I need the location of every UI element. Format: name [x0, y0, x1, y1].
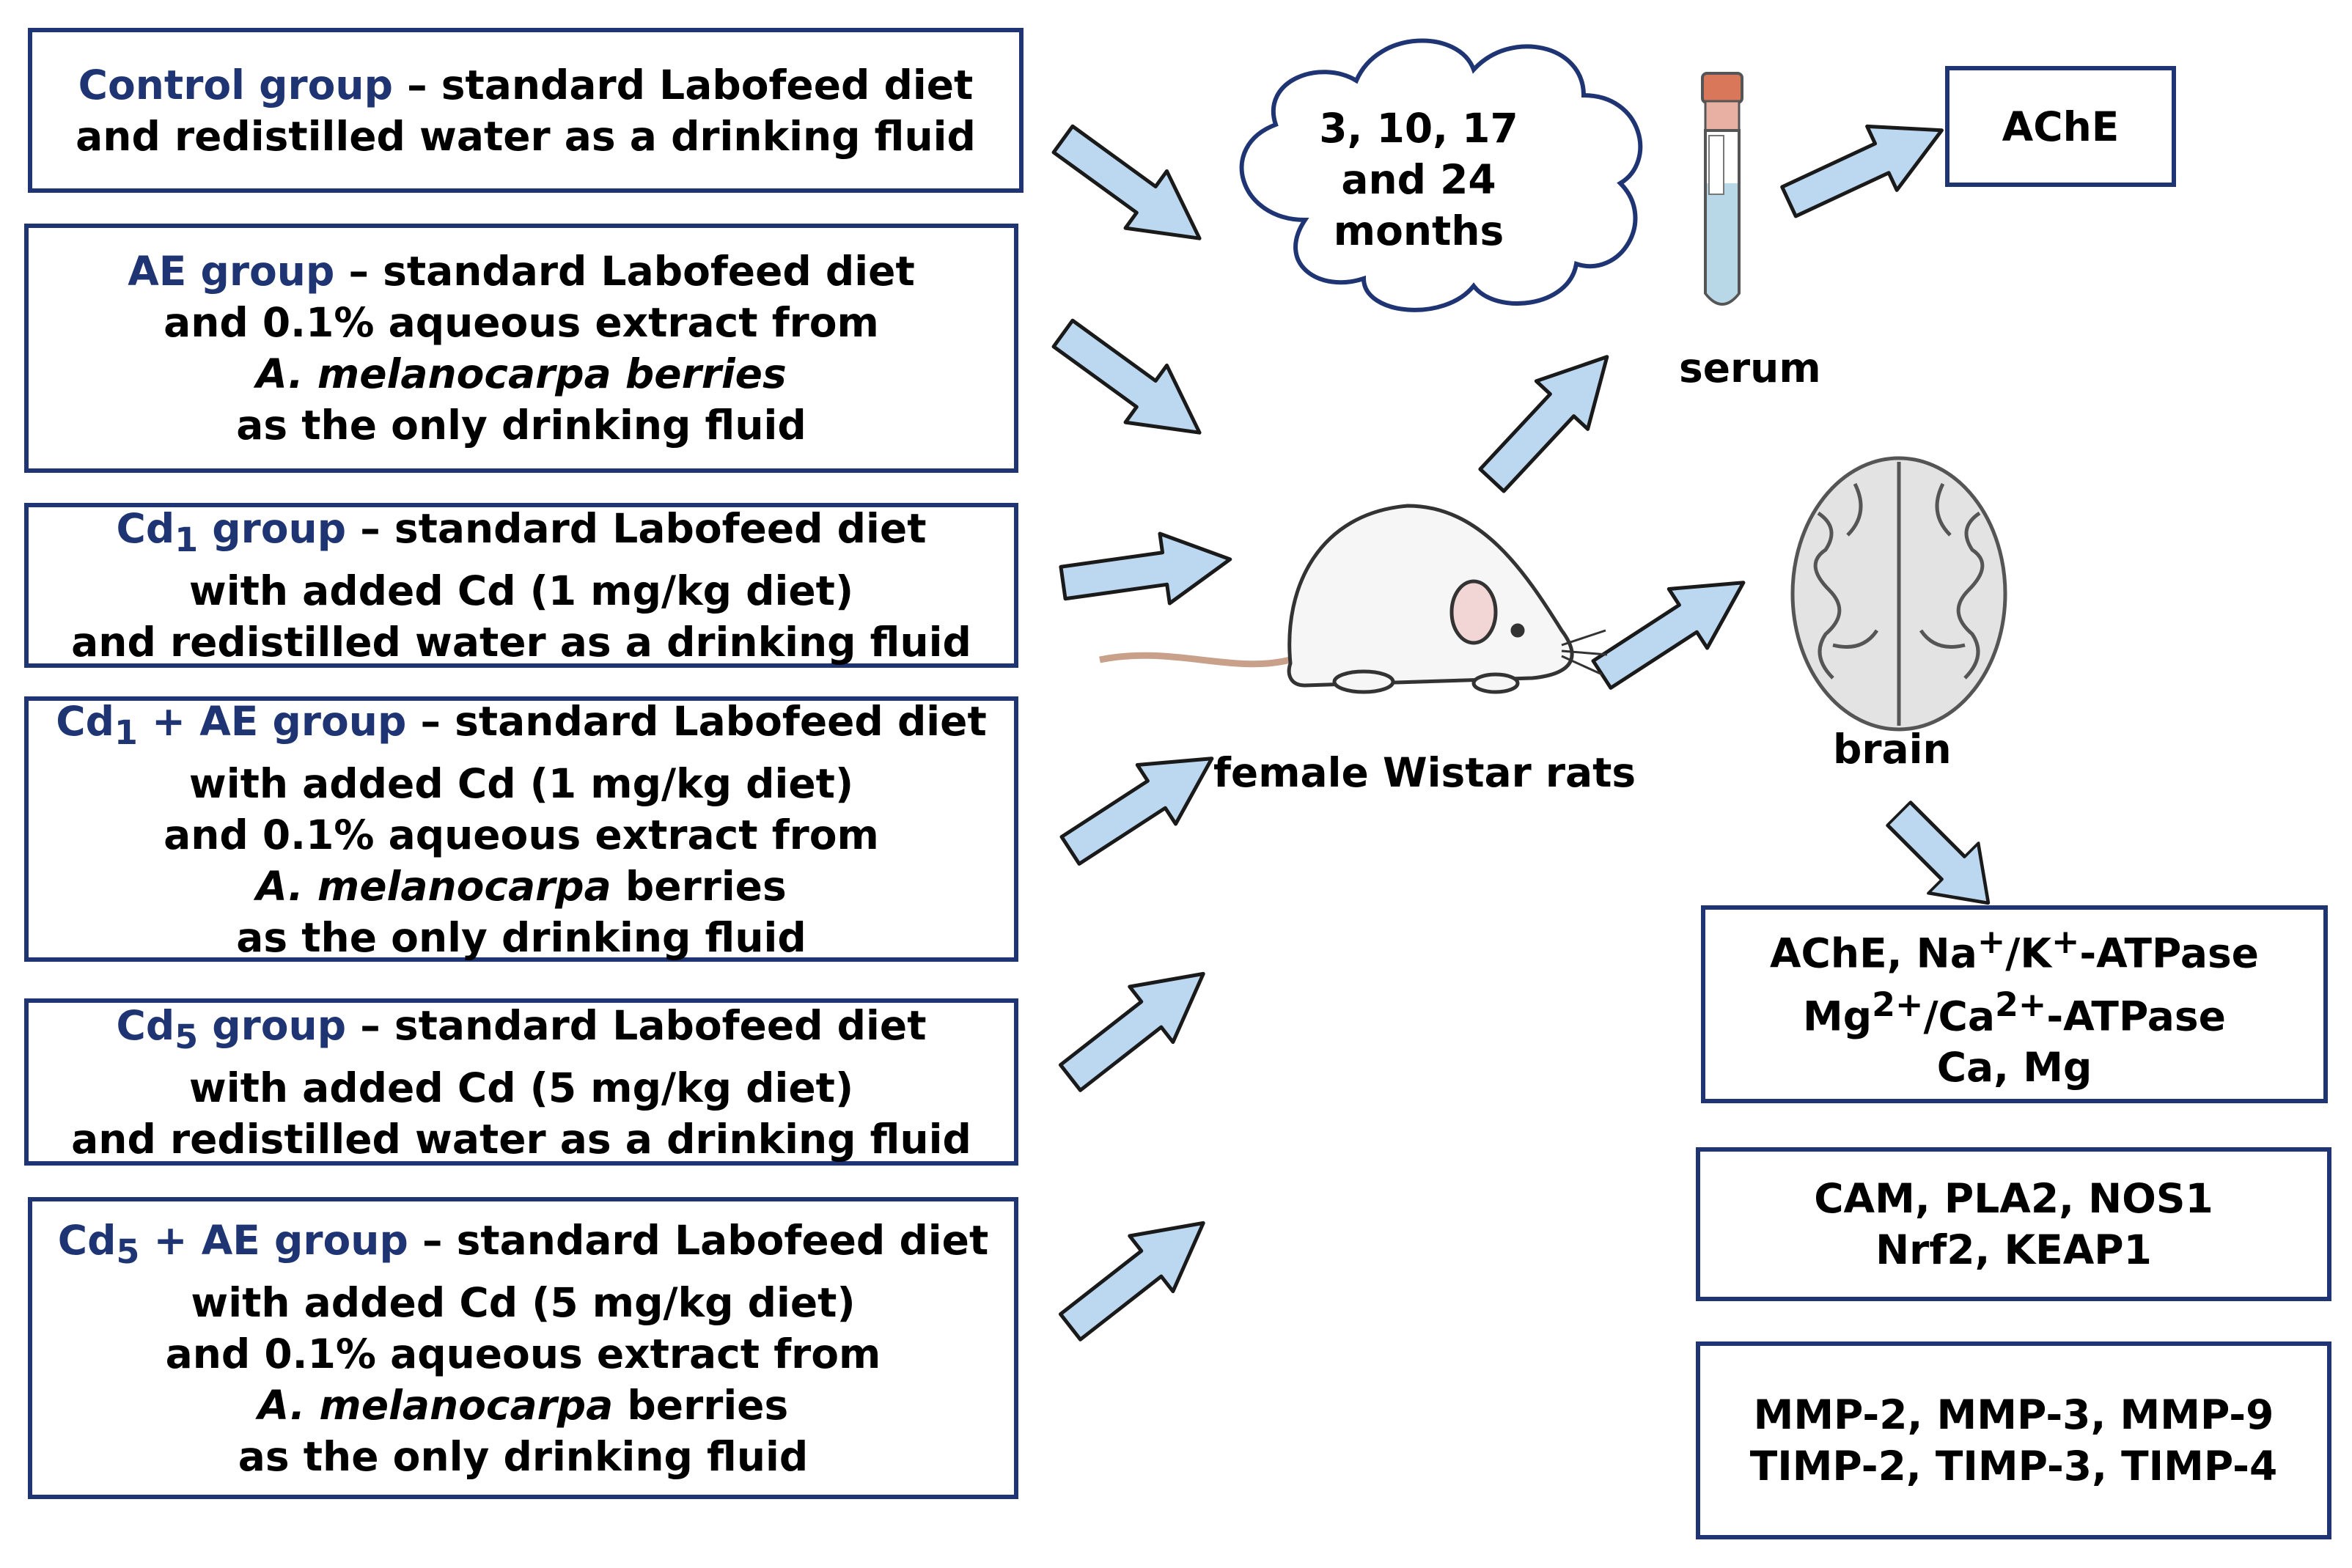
cloud-icon [1239, 38, 1643, 312]
group-desc: and redistilled water as a drinking flui… [71, 619, 971, 666]
arrow-cd1ae-to-rats [1051, 729, 1231, 880]
brain-proteins-box: CAM, PLA2, NOS1 Nrf2, KEAP1 [1696, 1147, 2331, 1301]
group-desc: and 0.1% aqueous extract from [163, 299, 879, 346]
group-name: Control group [78, 61, 393, 108]
group-desc: berries [627, 1381, 789, 1429]
group-desc: – standard Labofeed diet [407, 61, 974, 108]
brain-icon [1790, 456, 2007, 732]
enzymes-line-1: AChE, Na+/K+-ATPase [1769, 921, 2259, 976]
enzymes-line-2: Mg2+/Ca2+-ATPase [1803, 984, 2226, 1040]
cd1-ae-group-box: Cd1 + AE group – standard Labofeed diet … [24, 696, 1018, 962]
group-desc: as the only drinking fluid [236, 913, 806, 961]
group-desc: with added Cd (1 mg/kg diet) [188, 759, 854, 807]
group-desc: – standard Labofeed diet [420, 697, 987, 745]
cd5-ae-group-box: Cd5 + AE group – standard Labofeed diet … [28, 1197, 1018, 1499]
arrow-cd5ae-to-rats [1048, 1196, 1224, 1355]
group-desc: as the only drinking fluid [238, 1432, 809, 1480]
enzymes-line-3: Ca, Mg [1936, 1044, 2092, 1092]
group-desc: berries [625, 862, 787, 910]
group-desc: and 0.1% aqueous extract from [165, 1330, 881, 1377]
arrow-rats-to-brain [1583, 553, 1763, 704]
group-desc: and 0.1% aqueous extract from [163, 811, 879, 858]
group-name: Cd5 + AE group [57, 1216, 408, 1271]
group-desc: and redistilled water as a drinking flui… [76, 112, 976, 160]
group-desc: – standard Labofeed diet [348, 248, 915, 295]
group-desc: – standard Labofeed diet [422, 1216, 989, 1264]
group-desc: with added Cd (5 mg/kg diet) [188, 1064, 854, 1111]
group-name: Cd1 group [116, 505, 347, 559]
arrow-cd5-to-rats [1048, 946, 1224, 1105]
serum-ache-box: AChE [1945, 66, 2176, 187]
species-name: A. melanocarpa [256, 862, 611, 910]
brain-enzymes-box: AChE, Na+/K+-ATPase Mg2+/Ca2+-ATPase Ca,… [1701, 905, 2328, 1103]
arrow-cd1-to-rats [1058, 524, 1235, 617]
cd5-group-box: Cd5 group – standard Labofeed diet with … [24, 998, 1018, 1166]
group-desc: and redistilled water as a drinking flui… [71, 1115, 971, 1163]
time-points-text: 3, 10, 17 and 24 months [1319, 105, 1518, 254]
serum-tube-icon [1701, 72, 1743, 306]
group-desc: – standard Labofeed diet [360, 1001, 927, 1049]
brain-mmp-box: MMP-2, MMP-3, MMP-9 TIMP-2, TIMP-3, TIMP… [1696, 1341, 2331, 1539]
group-desc: with added Cd (1 mg/kg diet) [188, 567, 854, 614]
control-group-box: Control group – standard Labofeed diet a… [28, 28, 1024, 193]
rats-label: female Wistar rats [1213, 749, 1636, 796]
group-desc: as the only drinking fluid [236, 402, 806, 449]
serum-label: serum [1679, 345, 1821, 391]
cd1-group-box: Cd1 group – standard Labofeed diet with … [24, 503, 1018, 668]
group-desc: – standard Labofeed diet [360, 505, 927, 552]
arrow-control-to-cloud [1043, 111, 1221, 267]
group-desc: with added Cd (5 mg/kg diet) [191, 1278, 856, 1326]
rat-icon [1099, 504, 1608, 694]
arrow-rats-to-serum [1466, 333, 1633, 504]
species-name: A. melanocarpa [257, 1381, 614, 1429]
arrow-ae-to-rats [1043, 305, 1221, 461]
brain-label: brain [1833, 726, 1952, 773]
group-name: Cd1 + AE group [56, 697, 407, 752]
species-name: A. melanocarpa berries [256, 350, 787, 397]
arrow-serum-to-ache [1774, 98, 1957, 233]
ae-group-box: AE group – standard Labofeed diet and 0.… [24, 224, 1018, 473]
group-name: Cd5 group [116, 1001, 347, 1056]
group-name: AE group [128, 248, 335, 295]
